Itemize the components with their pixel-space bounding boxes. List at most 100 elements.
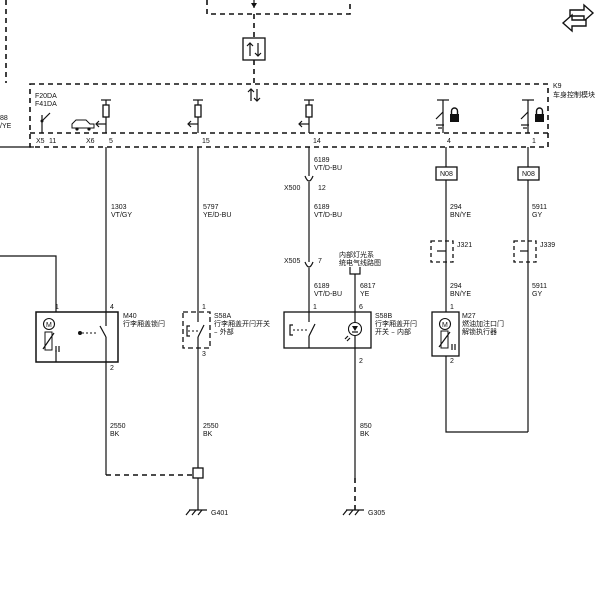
s58a-line2: – 外部 bbox=[214, 327, 234, 336]
m27-fuel-door-actuator: M 1 2 bbox=[431, 304, 460, 365]
ground-g305: G305 bbox=[368, 510, 385, 517]
s58b-line1: 行李厢盖开闩 bbox=[375, 319, 417, 328]
m40-trunk-latch: M 1 4 2 bbox=[35, 304, 119, 372]
pullup-resistor-1 bbox=[95, 99, 111, 133]
wire-2550-left-num: 2550 bbox=[110, 423, 126, 430]
wire-5911-b-num: 5911 bbox=[532, 283, 547, 290]
splice-n08-left: N08 bbox=[435, 166, 458, 181]
k9-module-name: 车身控制模块 bbox=[553, 90, 595, 99]
pin-x5-11: 11 bbox=[49, 138, 56, 145]
wire-6189-c-color: VT/D-BU bbox=[314, 291, 342, 298]
splice-pack-j321: J321 bbox=[430, 240, 472, 263]
wire-5911-b-color: GY bbox=[532, 291, 542, 298]
pin-x6-5: 5 bbox=[109, 138, 113, 145]
splice-n08-right-label: N08 bbox=[522, 171, 535, 178]
pin-m27-2: 2 bbox=[450, 358, 454, 365]
vehicle-icon bbox=[71, 119, 95, 131]
left-wire-color: /YE bbox=[0, 123, 12, 130]
k9-body-control-module: K9 车身控制模块 F20DA F41DA bbox=[29, 83, 595, 148]
wire-6817-num: 6817 bbox=[360, 283, 376, 290]
connector-x6: X6 bbox=[86, 138, 95, 145]
note-line2: 统电气线路图 bbox=[339, 258, 381, 267]
x5-input-switch bbox=[40, 112, 51, 133]
wire-850-color: BK bbox=[360, 431, 370, 438]
note-line1: 内部灯光系 bbox=[339, 250, 374, 259]
pin-x6-15: 15 bbox=[202, 138, 210, 145]
splice-j321-label: J321 bbox=[457, 242, 472, 249]
splice-pack-j339: J339 bbox=[513, 240, 555, 263]
wire-2550-right-color: BK bbox=[203, 431, 213, 438]
pin-m27-1: 1 bbox=[450, 304, 454, 311]
top-module-partial bbox=[206, 0, 351, 38]
pin-s58b-1: 1 bbox=[313, 304, 317, 311]
m27-id: M27 bbox=[462, 313, 476, 320]
output-driver-n08a bbox=[435, 99, 449, 133]
wire-5911-a-num: 5911 bbox=[532, 204, 547, 211]
m40-name: 行李厢盖锁闩 bbox=[123, 319, 165, 328]
pin-k9-1: 1 bbox=[532, 138, 536, 145]
output-driver-n08b bbox=[520, 99, 534, 133]
pullup-resistor-2 bbox=[187, 99, 203, 133]
ground-g401: G401 bbox=[211, 510, 228, 517]
note-bracket bbox=[349, 267, 361, 275]
connector-x505-symbol bbox=[304, 261, 314, 268]
pin-s58a-1: 1 bbox=[202, 304, 206, 311]
wire-1303-num: 1303 bbox=[111, 204, 127, 211]
lock-icon bbox=[450, 107, 459, 122]
pin-m40-2: 2 bbox=[110, 365, 114, 372]
connector-x500: X500 bbox=[284, 185, 300, 192]
lock-icon bbox=[535, 107, 544, 122]
pin-s58a-3: 3 bbox=[202, 351, 206, 358]
wire-294-b-num: 294 bbox=[450, 283, 462, 290]
wire-6189-b-num: 6189 bbox=[314, 204, 330, 211]
wire-m40-feed bbox=[0, 255, 57, 312]
wire-m27-return bbox=[445, 356, 528, 433]
s58a-external-switch: 1 3 bbox=[182, 304, 211, 358]
pin-x6-14: 14 bbox=[313, 138, 321, 145]
ground-g305-symbol: G305 bbox=[342, 509, 385, 517]
k9-module-id: K9 bbox=[553, 83, 562, 90]
wire-5797-num: 5797 bbox=[203, 204, 219, 211]
m27-line1: 燃油加注口门 bbox=[462, 319, 504, 328]
s58b-line2: 开关 – 内部 bbox=[375, 327, 411, 336]
wire-6189-a-color: VT/D-BU bbox=[314, 165, 342, 172]
wire-6817-color: YE bbox=[360, 291, 370, 298]
pin-k9-4: 4 bbox=[447, 138, 451, 145]
m40-id: M40 bbox=[123, 313, 137, 320]
pin-s58b-6: 6 bbox=[359, 304, 363, 311]
wire-6189-c-num: 6189 bbox=[314, 283, 330, 290]
wire-294-a-color: BN/YE bbox=[450, 212, 471, 219]
splice-n08-right: N08 bbox=[517, 166, 540, 181]
fuse-label-f20da: F20DA bbox=[35, 93, 57, 100]
data-arrows-icon bbox=[247, 88, 261, 102]
splice-j339-label: J339 bbox=[540, 242, 555, 249]
pullup-resistor-3 bbox=[298, 99, 314, 133]
s58a-id: S58A bbox=[214, 313, 231, 320]
connector-x505: X505 bbox=[284, 258, 300, 265]
pin-x505-7: 7 bbox=[318, 258, 322, 265]
s58a-line1: 行李厢盖开闩开关 bbox=[214, 319, 270, 328]
svg-text:M: M bbox=[46, 322, 52, 329]
wire-1303-color: VT/GY bbox=[111, 212, 132, 219]
ground-splice-g401: G401 bbox=[185, 467, 228, 517]
splice-n08-left-label: N08 bbox=[440, 171, 453, 178]
pin-s58b-2: 2 bbox=[359, 358, 363, 365]
wire-850-num: 850 bbox=[360, 423, 372, 430]
m27-line2: 解锁执行器 bbox=[462, 327, 497, 336]
connector-x500-symbol bbox=[304, 175, 314, 186]
svg-text:M: M bbox=[442, 322, 448, 329]
wire-5797-color: YE/D-BU bbox=[203, 212, 231, 219]
wire-2550-right-num: 2550 bbox=[203, 423, 219, 430]
pin-x500-12: 12 bbox=[318, 185, 326, 192]
wire-6189-a-num: 6189 bbox=[314, 157, 330, 164]
s58b-internal-switch: 1 6 2 bbox=[283, 304, 372, 365]
wire-2550-left-color: BK bbox=[110, 431, 120, 438]
wire-5911-a-color: GY bbox=[532, 212, 542, 219]
wire-294-b-color: BN/YE bbox=[450, 291, 471, 298]
pin-m40-1: 1 bbox=[55, 304, 59, 311]
s58b-id: S58B bbox=[375, 313, 392, 320]
navigation-icon[interactable] bbox=[561, 3, 595, 33]
bidirectional-signal-icon bbox=[242, 37, 266, 61]
wire-6189-b-color: VT/D-BU bbox=[314, 212, 342, 219]
